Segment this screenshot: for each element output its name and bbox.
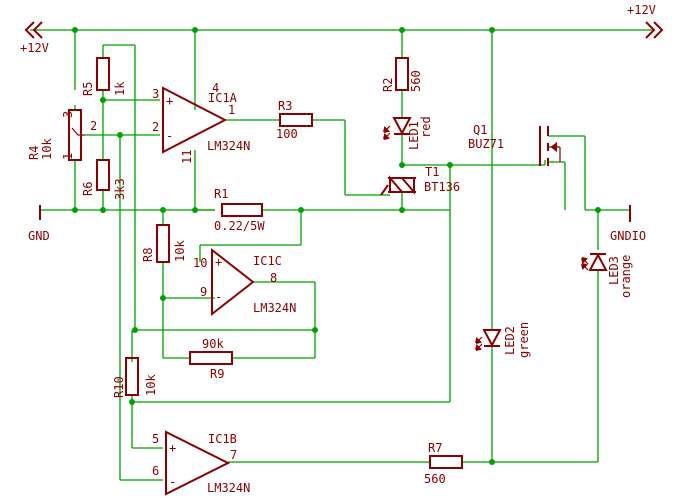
vcc-right-symbol — [645, 21, 664, 39]
r3-ref: R3 — [278, 99, 292, 113]
r4-pin1: 1 — [61, 153, 75, 160]
r7-ref: R7 — [428, 441, 442, 455]
ic1c-ref: IC1C — [253, 254, 282, 268]
r7-body — [429, 455, 463, 469]
r1-value: 0.22/5W — [214, 219, 265, 233]
ic1a-plus: + — [166, 94, 173, 108]
gnd-label: GND — [28, 229, 50, 243]
ic1b-pin-plus: 5 — [152, 432, 159, 446]
ic1b-plus: + — [169, 441, 176, 455]
wires — [30, 29, 652, 481]
r3-value: 100 — [276, 127, 298, 141]
led3-symbol — [581, 252, 608, 271]
r6-body — [96, 159, 110, 191]
ic1c-pin-out: 8 — [270, 271, 277, 285]
r6-ref: R6 — [81, 182, 95, 196]
r4-pin3: 3 — [61, 111, 75, 118]
ic1a-pin-minus: 2 — [152, 120, 159, 134]
ic1b-part: LM324N — [207, 481, 250, 495]
led2-ref: LED2 — [503, 326, 517, 355]
ic1a-ref: IC1A — [208, 91, 238, 105]
ic1c-pin-plus: 10 — [193, 256, 207, 270]
led1-color: red — [419, 116, 433, 138]
led2-color: green — [517, 322, 531, 358]
r10-value: 10k — [144, 374, 158, 396]
r10-ref: R10 — [112, 376, 126, 398]
r5-value: 1k — [113, 81, 127, 96]
r6-value: 3k3 — [113, 178, 127, 200]
r4-pin2: 2 — [90, 119, 97, 133]
ic1c-triangle — [211, 247, 255, 317]
ic1a-pin-plus: 3 — [152, 87, 159, 101]
ic1a-triangle — [162, 86, 228, 154]
t1-symbol — [380, 175, 416, 196]
r2-ref: R2 — [381, 78, 395, 92]
q1-symbol — [539, 126, 561, 166]
t1-part: BT136 — [424, 180, 460, 194]
r9-ref: R9 — [210, 367, 224, 381]
gndio-label: GNDIO — [610, 229, 646, 243]
r9-value: 90k — [202, 337, 224, 351]
ic1c-minus: - — [215, 290, 222, 304]
r2-value: 560 — [409, 70, 423, 92]
vcc-left-label: +12V — [20, 41, 49, 55]
ic1a-part: LM324N — [207, 139, 250, 153]
ic1a-pin-vcc: 4 — [212, 81, 219, 95]
q1-part: BUZ71 — [468, 137, 504, 151]
r8-value: 10k — [173, 240, 187, 262]
junctions — [72, 27, 601, 465]
r5-ref: R5 — [81, 82, 95, 96]
r4-ref: R4 — [27, 146, 41, 160]
ic1b-pin-out: 7 — [230, 448, 237, 462]
ic1b-triangle — [165, 430, 231, 496]
r1-body — [221, 203, 263, 217]
r8-body — [156, 224, 170, 263]
r3-body — [279, 113, 313, 127]
led1-ref: LED1 — [407, 121, 421, 150]
r9-body — [189, 351, 233, 365]
ic1b-ref: IC1B — [208, 432, 237, 446]
r4-wiper — [71, 127, 85, 136]
r10-body — [125, 357, 139, 396]
vcc-right-label: +12V — [627, 3, 656, 17]
t1-ref: T1 — [425, 165, 439, 179]
r5-body — [96, 57, 110, 91]
led2-symbol — [475, 329, 502, 351]
led3-ref: LED3 — [607, 256, 621, 285]
ic1a-pin-out: 1 — [228, 103, 235, 117]
q1-ref: Q1 — [473, 123, 487, 137]
ic1c-plus: + — [215, 255, 222, 269]
ic1c-part: LM324N — [253, 301, 296, 315]
vcc-left-symbol — [24, 21, 43, 39]
ic1c-pin-minus: 9 — [200, 285, 207, 299]
ic1a-minus: - — [166, 129, 173, 143]
led1-symbol — [383, 117, 412, 140]
r8-ref: R8 — [141, 248, 155, 262]
r1-ref: R1 — [214, 187, 228, 201]
ic1b-minus: - — [169, 475, 176, 489]
ic1a-pin-gnd: 11 — [180, 150, 194, 164]
r4-value: 10k — [40, 138, 54, 160]
led3-color: orange — [619, 255, 633, 298]
ic1b-pin-minus: 6 — [152, 464, 159, 478]
r2-body — [395, 57, 409, 91]
r7-value: 560 — [424, 472, 446, 486]
